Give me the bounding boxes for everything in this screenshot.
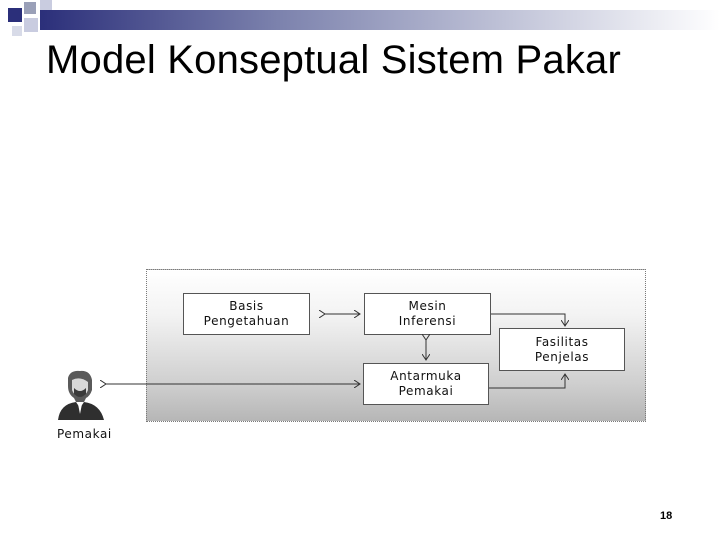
user-label: Pemakai — [57, 427, 112, 441]
explanation-facility-label-line2: Penjelas — [534, 349, 590, 364]
knowledge-base-label-line2: Pengetahuan — [203, 314, 290, 328]
knowledge-base-label-line1: Basis — [229, 299, 264, 313]
slide-title: Model Konseptual Sistem Pakar — [46, 38, 621, 82]
page-number: 18 — [660, 510, 673, 522]
knowledge-base-box: Basis Pengetahuan — [183, 293, 310, 335]
user-interface-label-line2: Pemakai — [398, 384, 454, 398]
inference-engine-label-line2: Inferensi — [398, 314, 457, 328]
user-interface-label-line1: Antarmuka — [390, 369, 462, 383]
explanation-facility-box: Fasilitas Penjelas — [499, 328, 625, 371]
user-interface-box: Antarmuka Pemakai — [363, 363, 489, 405]
header-decoration — [8, 0, 720, 36]
inference-engine-box: Mesin Inferensi — [364, 293, 491, 335]
inference-engine-label-line1: Mesin — [408, 299, 447, 313]
user-portrait-icon — [58, 370, 104, 420]
explanation-facility-label-line1: Fasilitas — [535, 334, 589, 349]
